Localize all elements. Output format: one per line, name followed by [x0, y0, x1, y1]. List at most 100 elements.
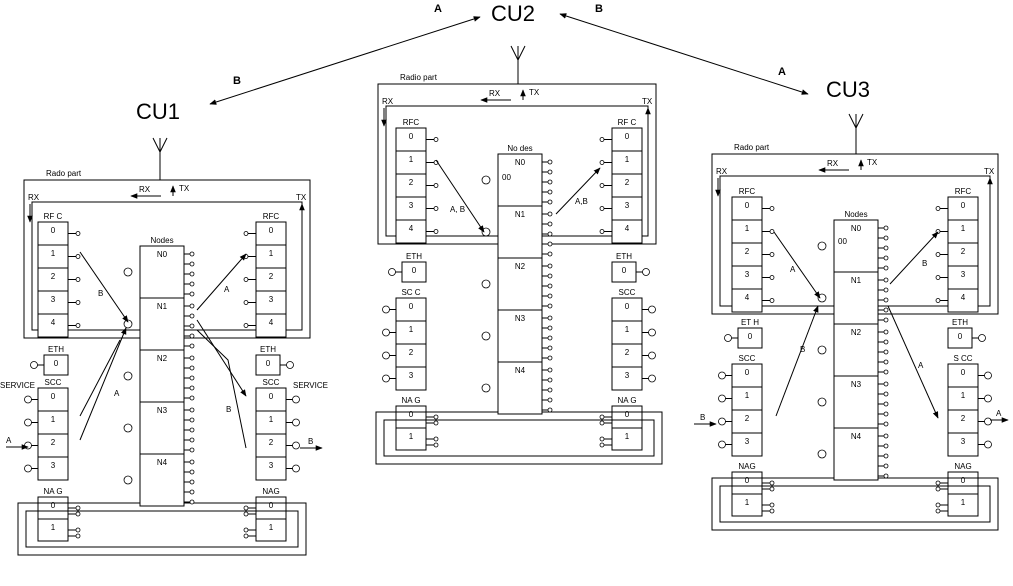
scc-left-cell-number: 1	[51, 415, 56, 424]
nag-left-cell-number: 0	[745, 476, 750, 485]
port	[433, 414, 439, 420]
port	[883, 463, 889, 469]
port	[547, 315, 553, 321]
port	[189, 291, 195, 297]
node-label: N3	[157, 406, 168, 415]
port	[935, 502, 941, 508]
port	[984, 371, 992, 380]
port	[433, 442, 439, 448]
port	[189, 385, 195, 391]
nag-right-cell-number: 1	[625, 432, 630, 441]
port	[189, 447, 195, 453]
output-a-label: A	[996, 409, 1002, 418]
rfc-right-cell-number: 2	[625, 178, 630, 187]
node-label: N0	[851, 224, 862, 233]
nodes-label: Nodes	[844, 210, 867, 219]
rfc-right-label: RFC	[955, 187, 972, 196]
port	[433, 229, 439, 234]
antenna-icon	[152, 137, 168, 154]
port	[75, 323, 81, 328]
port	[24, 464, 32, 473]
port	[243, 511, 249, 517]
port	[547, 251, 553, 257]
port	[547, 355, 553, 361]
rfc-right-cell-number: 2	[269, 272, 274, 281]
port	[935, 298, 941, 303]
rfc-left-label: RFC	[739, 187, 756, 196]
route-a-line	[887, 305, 939, 419]
route-a-line	[773, 231, 821, 299]
port	[433, 137, 439, 142]
rfc-right-cell-number: 1	[269, 249, 274, 258]
node-label: N2	[851, 328, 862, 337]
eth-right-cell-number: 0	[622, 266, 627, 275]
eth-left-cell-number: 0	[748, 332, 753, 341]
port	[189, 427, 195, 433]
port	[547, 241, 553, 247]
radio-part-label: Rado part	[46, 169, 82, 178]
cu3-title: CU3	[826, 77, 870, 102]
rfc-right-cell-number: 1	[961, 224, 966, 233]
port	[189, 343, 195, 349]
port	[382, 305, 390, 314]
port	[769, 206, 775, 211]
rfc-left-cell-number: 2	[745, 247, 750, 256]
node-label: N1	[157, 302, 168, 311]
port	[718, 371, 726, 380]
rfc-right-label: RFC	[263, 212, 280, 221]
nag-left-cell-number: 1	[745, 498, 750, 507]
port	[769, 508, 775, 514]
rx-label: RX	[28, 193, 40, 202]
nodes-box	[139, 245, 185, 507]
port	[189, 271, 195, 277]
port	[292, 441, 300, 450]
rfc-right-cell-number: 1	[625, 155, 630, 164]
port	[189, 499, 195, 505]
scc-left-cell-number: 2	[51, 438, 56, 447]
rfc-right-cell-number: 0	[625, 132, 630, 141]
link-label-a-top: A	[434, 3, 442, 15]
port	[883, 443, 889, 449]
rfc-left-cell-number: 0	[409, 132, 414, 141]
node-label: N3	[851, 380, 862, 389]
link-cu1-cu2	[209, 16, 481, 105]
nag-left-label: NA G	[43, 487, 62, 496]
port	[547, 189, 553, 195]
port	[648, 328, 656, 337]
link-label-a-cu3: A	[778, 66, 786, 78]
port	[883, 381, 889, 387]
port	[24, 418, 32, 427]
rfc-left-cell-number: 1	[51, 249, 56, 258]
port	[382, 374, 390, 383]
port	[75, 527, 81, 533]
node-big-port	[481, 331, 491, 341]
port	[189, 313, 195, 319]
rx-label: RX	[716, 167, 728, 176]
port	[599, 414, 605, 420]
port	[883, 411, 889, 417]
port	[243, 323, 249, 328]
port	[883, 453, 889, 459]
route-label-ab: A,B	[575, 197, 588, 206]
node-label: N0	[515, 158, 526, 167]
port	[599, 137, 605, 142]
route-label-a: A	[918, 361, 924, 370]
scc-right-cell-number: 1	[625, 325, 630, 334]
route-b-line	[79, 251, 129, 323]
port	[189, 437, 195, 443]
eth-left-label: ETH	[406, 252, 422, 261]
output-b-label: B	[308, 437, 313, 446]
port	[648, 351, 656, 360]
port	[547, 179, 553, 185]
scc-right-cell-number: 3	[625, 371, 630, 380]
port	[547, 387, 553, 393]
port	[75, 505, 81, 511]
rfc-right-cell-number: 4	[625, 224, 630, 233]
nag-left-cell-number: 1	[409, 432, 414, 441]
port	[433, 206, 439, 211]
eth-left-cell-number: 0	[54, 359, 59, 368]
eth-right-label: ETH	[260, 345, 276, 354]
scc-right-cell-number: 0	[961, 368, 966, 377]
port	[769, 480, 775, 486]
